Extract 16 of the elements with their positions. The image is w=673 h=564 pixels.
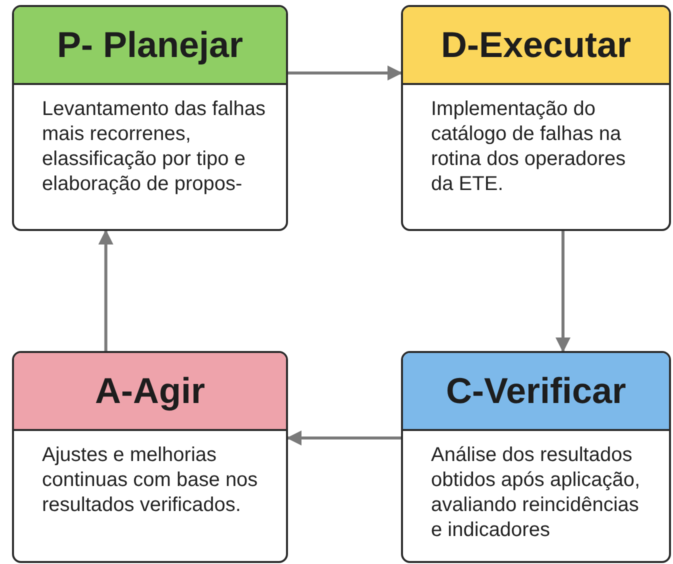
arrow [98,230,114,351]
card-heading: A-Agir [14,353,286,431]
card [12,351,288,563]
card-heading: D-Executar [403,7,669,85]
description-text: Levantamento das falhas mais recorrenes, elassificação por tipo e elaboração de propos- [42,98,266,195]
card [401,351,671,563]
card-heading: C-Verificar [403,353,669,431]
card-heading: P- Planejar [14,7,286,85]
arrow [556,231,570,352]
description-text: Implementação do catálogo de falhas na rotina dos operadores da ETE. [431,98,626,195]
card [401,5,671,231]
arrow [286,430,401,446]
description-text: Ajustes e melhorias continuas com base nos resultados verificados. [42,444,258,516]
description-text: Análise dos resultados obtidos após aplicação, avaliando reincidências e indicadores [431,444,640,541]
card [12,5,288,231]
arrow [288,66,402,80]
